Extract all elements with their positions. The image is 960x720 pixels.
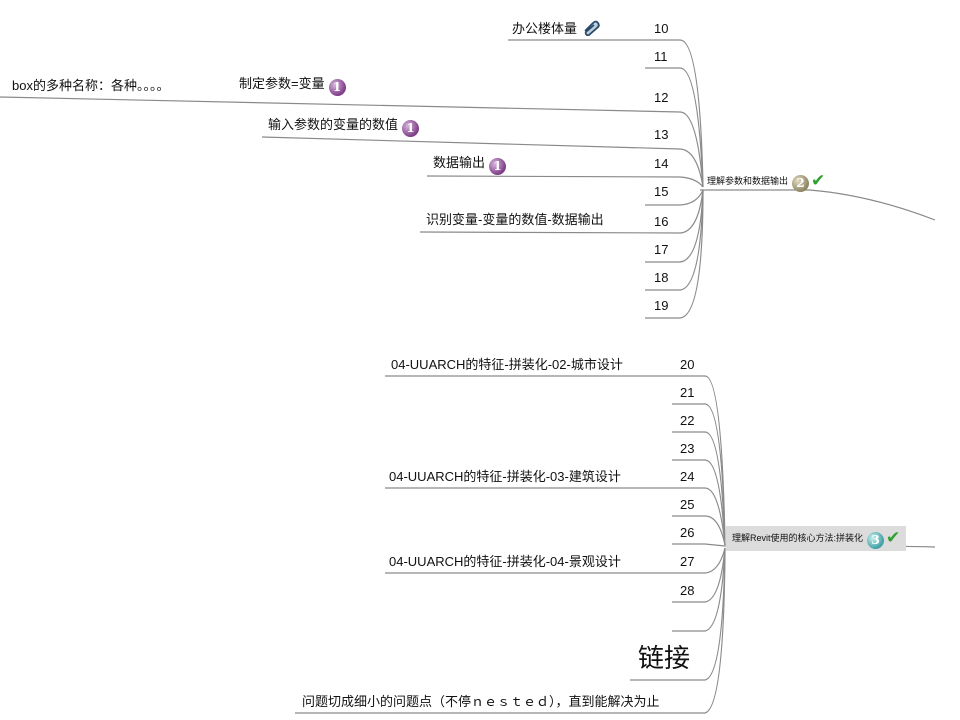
checkmark-icon: ✔: [886, 528, 901, 547]
node-number-11[interactable]: 11: [654, 49, 668, 64]
node-number-28[interactable]: 28: [680, 583, 695, 598]
priority-1-icon: 1: [489, 158, 507, 175]
node-nested-problems[interactable]: 问题切成细小的问题点（不停ｎｅｓｔｅｄ），直到能解决为止: [302, 694, 660, 709]
node-number-26[interactable]: 26: [680, 525, 695, 540]
node-urban-design[interactable]: 04-UUARCH的特征-拼装化-02-城市设计: [391, 357, 623, 372]
node-number-18[interactable]: 18: [654, 270, 669, 285]
node-number-12[interactable]: 12: [654, 90, 669, 105]
node-number-20[interactable]: 20: [680, 357, 695, 372]
node-identify-variables[interactable]: 识别变量-变量的数值-数据输出: [426, 212, 604, 227]
priority-2-icon: 2: [792, 175, 810, 192]
node-number-15[interactable]: 15: [654, 184, 669, 199]
node-link[interactable]: 链接: [638, 644, 691, 674]
node-architecture-design[interactable]: 04-UUARCH的特征-拼装化-03-建筑设计: [389, 469, 621, 484]
node-office-massing[interactable]: 办公楼体量: [512, 20, 600, 40]
priority-1-icon: 1: [328, 79, 346, 96]
node-number-24[interactable]: 24: [680, 469, 695, 484]
checkmark-icon: ✔: [811, 171, 826, 190]
node-number-22[interactable]: 22: [680, 413, 695, 428]
node-number-10[interactable]: 10: [654, 21, 669, 36]
paperclip-icon: [582, 20, 600, 40]
node-landscape-design[interactable]: 04-UUARCH的特征-拼装化-04-景观设计: [389, 554, 621, 569]
node-number-14[interactable]: 14: [654, 156, 669, 171]
node-number-16[interactable]: 16: [654, 214, 669, 229]
node-number-21[interactable]: 21: [680, 385, 695, 400]
node-number-13[interactable]: 13: [654, 127, 669, 142]
node-number-23[interactable]: 23: [680, 441, 695, 456]
node-number-25[interactable]: 25: [680, 497, 695, 512]
node-number-19[interactable]: 19: [654, 298, 669, 313]
priority-1-icon: 1: [402, 120, 420, 137]
node-box-names[interactable]: box的多种名称：各种。。。。: [12, 78, 170, 93]
priority-3-icon: 3: [867, 532, 885, 549]
node-number-17[interactable]: 17: [654, 242, 669, 257]
node-number-27[interactable]: 27: [680, 554, 695, 569]
